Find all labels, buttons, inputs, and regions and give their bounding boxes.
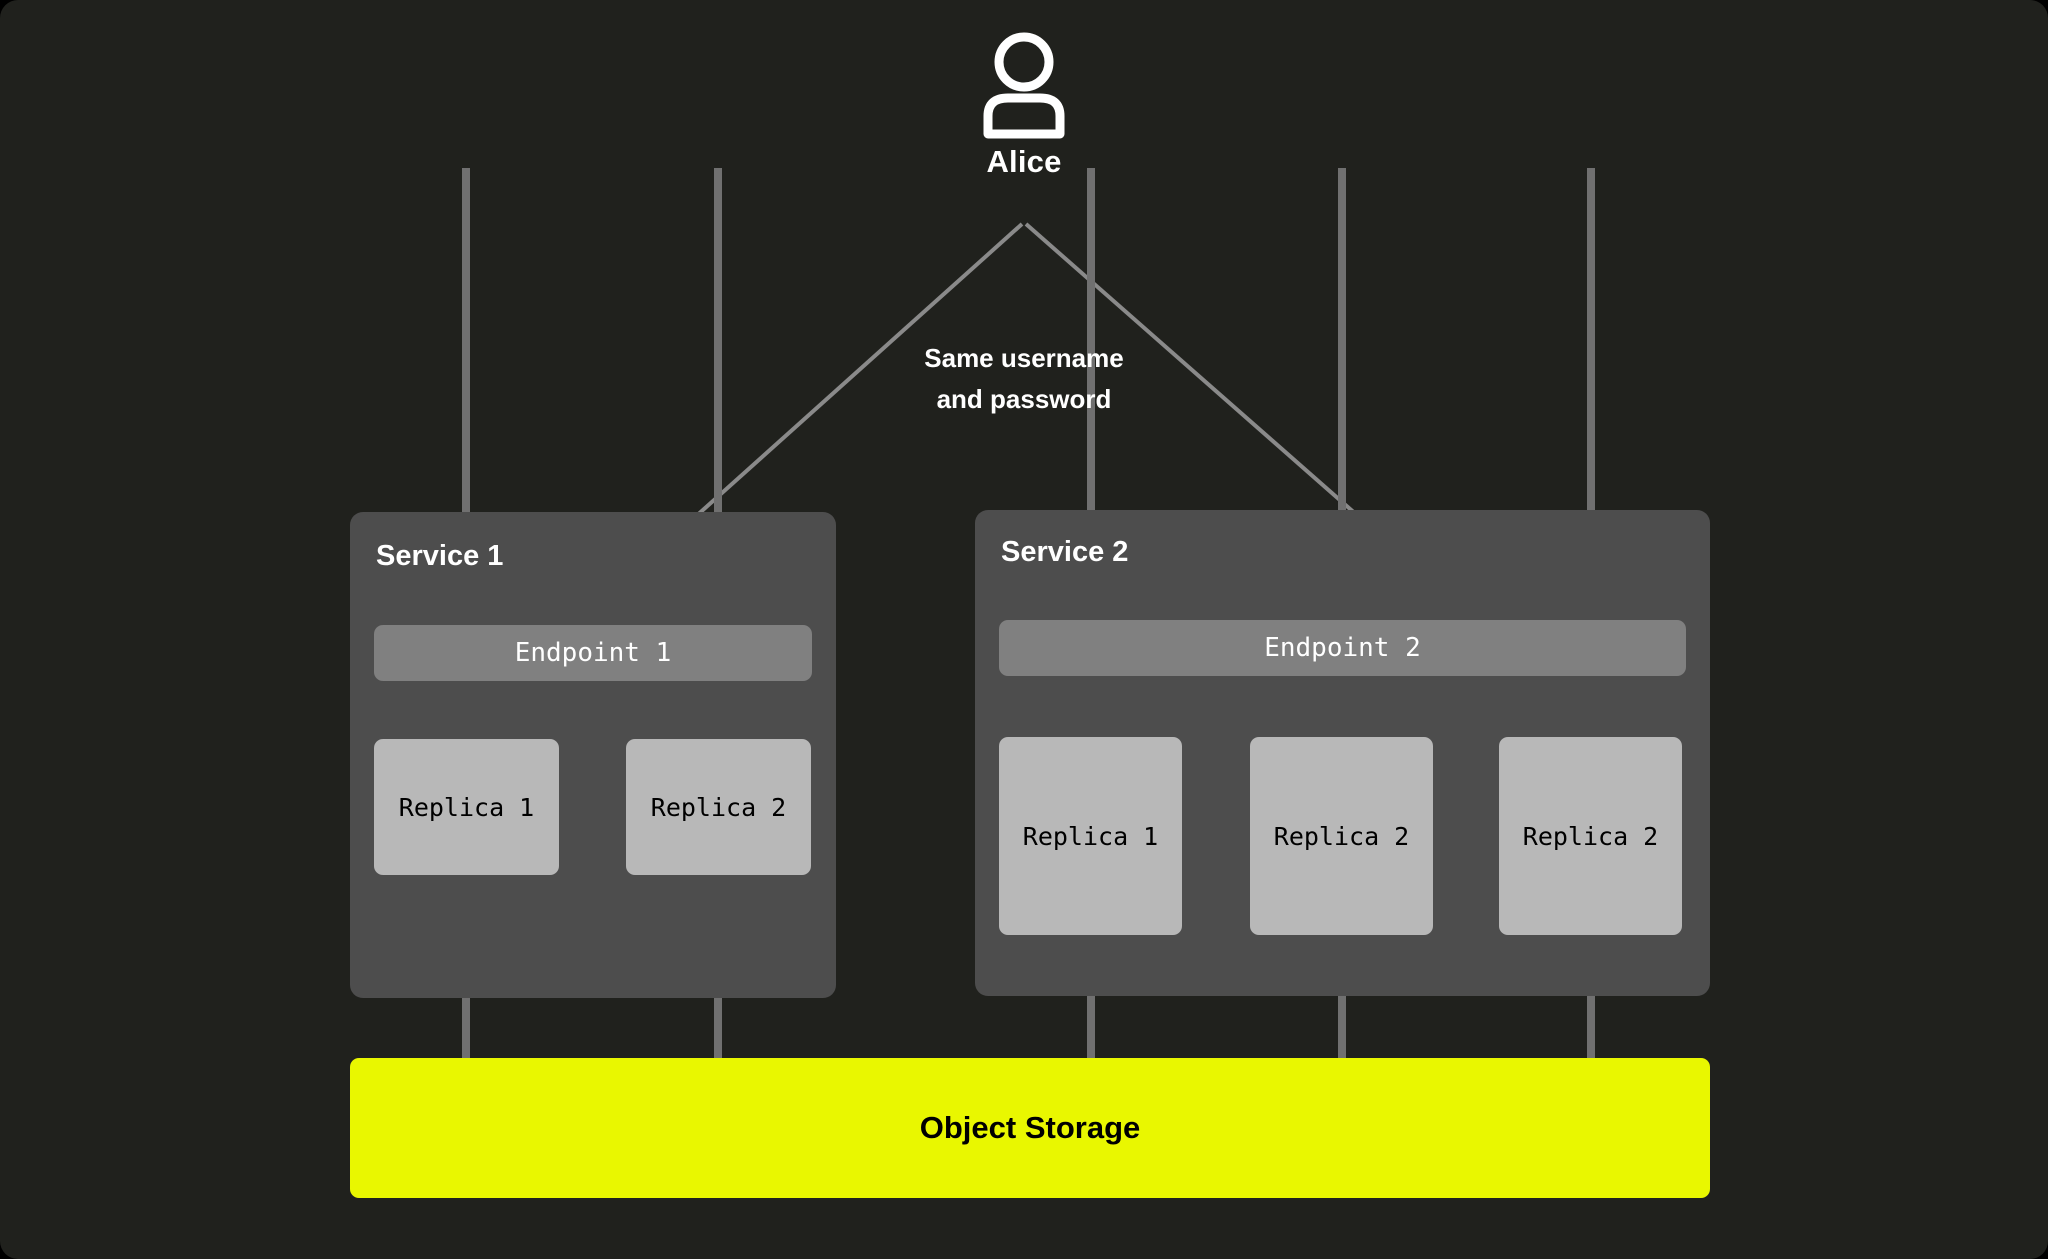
service-2-replica-3[interactable]: Replica 2 — [1499, 737, 1682, 935]
auth-note-line-2: and password — [936, 384, 1112, 414]
auth-note-line-1: Same username — [924, 343, 1124, 373]
service-panel-1[interactable]: Service 1 Endpoint 1 Replica 1 Replica 2 — [350, 512, 836, 998]
object-storage-bar[interactable]: Object Storage — [350, 1058, 1710, 1198]
endpoint-1[interactable]: Endpoint 1 — [374, 625, 812, 681]
person-icon — [983, 32, 1065, 139]
actor-label: Alice — [986, 144, 1062, 179]
service-1-replica-2[interactable]: Replica 2 — [626, 739, 811, 875]
endpoint-2[interactable]: Endpoint 2 — [999, 620, 1686, 676]
auth-note: Same username and password — [774, 338, 1274, 420]
actor-alice: Alice — [944, 30, 1104, 180]
service-2-replica-2[interactable]: Replica 2 — [1250, 737, 1433, 935]
service-panel-2[interactable]: Service 2 Endpoint 2 Replica 1 Replica 2… — [975, 510, 1710, 996]
service-2-replica-1[interactable]: Replica 1 — [999, 737, 1182, 935]
service-1-title: Service 1 — [376, 540, 504, 572]
service-2-title: Service 2 — [1001, 536, 1129, 568]
service-1-replica-1[interactable]: Replica 1 — [374, 739, 559, 875]
